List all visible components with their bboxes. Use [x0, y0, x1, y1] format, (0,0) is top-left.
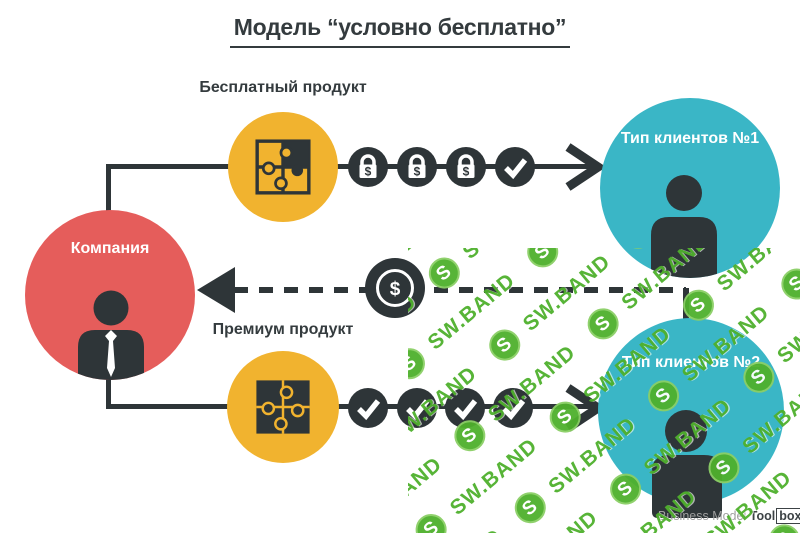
watermark-s-logo-icon: S [409, 507, 454, 533]
watermark-text: SW.BAND [458, 248, 555, 264]
svg-text:$: $ [365, 165, 372, 179]
dollar-coin-icon: $ [365, 258, 425, 318]
client-type-1-circle: Тип клиентов №1 [600, 98, 780, 278]
person-icon [652, 410, 722, 518]
watermark-item: SSW.BAND [774, 248, 800, 306]
svg-text:$: $ [390, 279, 401, 300]
client-type-2-label: Тип клиентов №2 [621, 354, 761, 371]
svg-text:$: $ [414, 165, 421, 179]
brand-logo-bold-text: Tool [749, 509, 776, 523]
page-title-text: Модель “условно бесплатно” [229, 14, 571, 48]
connector-payment-dashed [234, 287, 686, 293]
check-icon [445, 388, 485, 428]
watermark-s-logo-icon: S [581, 302, 625, 346]
connector-company-up [106, 166, 111, 214]
premium-product-circle [227, 351, 339, 463]
client-type-1-label: Тип клиентов №1 [620, 130, 760, 147]
puzzle-free-icon [255, 139, 311, 195]
watermark-s-logo-icon: S [408, 342, 431, 386]
brand-logo-boxed-text: box [776, 508, 800, 524]
watermark-item: SSW.BAND [408, 450, 449, 533]
connector-company-to-premium [106, 404, 232, 409]
lock-dollar-icon: $ [397, 147, 437, 187]
connector-company-to-free [106, 164, 232, 169]
free-product-label: Бесплатный продукт [199, 79, 367, 96]
watermark-text: SW.BAND [411, 524, 508, 533]
check-icon [397, 388, 437, 428]
company-label: Компания [70, 240, 150, 257]
brand-logo-gray-text: Business Model [658, 509, 747, 523]
watermark-s-logo-icon: S [774, 262, 800, 306]
premium-product-label: Премиум продукт [212, 321, 354, 338]
check-icon [348, 388, 388, 428]
check-icon [493, 388, 533, 428]
watermark-item: SSW.BAND [470, 503, 605, 533]
company-circle: Компания [25, 210, 195, 380]
lock-dollar-icon: $ [348, 147, 388, 187]
businessman-icon [78, 290, 144, 380]
watermark-s-logo-icon: S [508, 486, 552, 530]
watermark-text: SW.BAND [423, 268, 520, 355]
svg-text:$: $ [463, 165, 470, 179]
lock-dollar-icon: $ [446, 147, 486, 187]
watermark-item: SSW.BAND [408, 522, 510, 533]
arrow-right-chevron-icon [565, 143, 606, 191]
watermark-s-logo-icon: S [482, 323, 527, 368]
page-title: Модель “условно бесплатно” [0, 14, 800, 48]
person-icon [651, 175, 717, 278]
watermark-text: SW.BAND [506, 506, 603, 533]
check-icon [495, 147, 535, 187]
watermark-s-logo-icon: S [520, 248, 565, 274]
watermark-text: SW.BAND [408, 452, 447, 533]
free-product-circle [228, 112, 338, 222]
watermark-text: SW.BAND [445, 433, 542, 520]
arrow-left-triangle-icon [197, 267, 235, 313]
connector-client2-to-payment [683, 288, 689, 320]
connector-company-down [106, 376, 111, 408]
puzzle-premium-icon [256, 380, 310, 434]
